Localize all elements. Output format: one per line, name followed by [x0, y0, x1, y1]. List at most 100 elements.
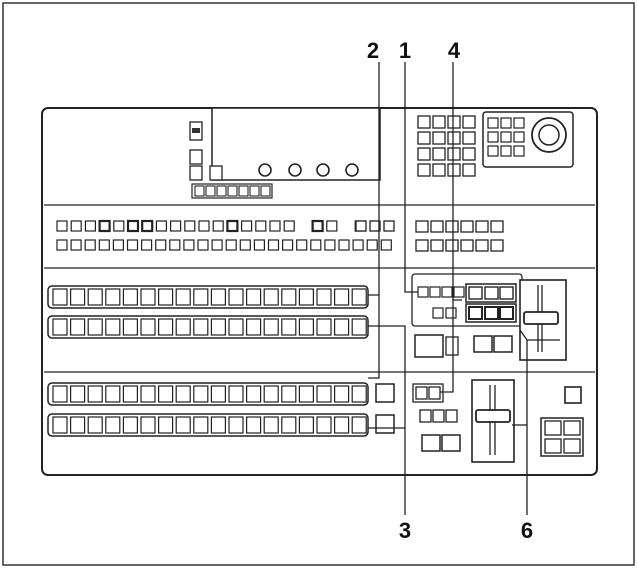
transition-key	[432, 409, 445, 423]
key-row-2-key	[98, 239, 110, 251]
key-row-1-key	[212, 220, 224, 232]
bus-key	[69, 385, 86, 403]
key-row-1-key	[155, 220, 167, 232]
bus-key	[158, 416, 174, 434]
key-row-1-key	[184, 220, 196, 232]
key-row-2-key	[352, 239, 364, 251]
bus-key	[281, 416, 297, 434]
keypad-group	[417, 115, 476, 177]
bus-key	[87, 318, 103, 336]
bus-key	[263, 288, 279, 306]
knob	[258, 163, 272, 177]
aux-key	[460, 239, 474, 252]
bus-key	[210, 416, 226, 434]
knob	[345, 163, 359, 177]
fader-group	[421, 279, 567, 463]
bus-key	[105, 318, 121, 336]
keypad-key	[462, 115, 476, 129]
fader-handle	[475, 409, 511, 423]
aux-key	[430, 239, 444, 252]
key-row-1-key	[283, 220, 295, 232]
key-row-1-key	[84, 220, 97, 232]
joystick-inner	[538, 124, 560, 146]
bus-key	[87, 416, 103, 434]
small-key	[194, 185, 205, 197]
key-row-2-key	[112, 239, 125, 251]
key-row-1-key	[98, 219, 111, 233]
small-key	[227, 185, 238, 197]
bus-key	[69, 288, 86, 306]
bus-key	[158, 318, 174, 336]
small-key	[249, 185, 260, 197]
bus-key	[298, 288, 314, 306]
key-row-group	[56, 219, 504, 252]
aux-key	[445, 220, 459, 233]
bus-key	[246, 318, 262, 336]
aux-key	[490, 220, 504, 233]
bus-key	[281, 385, 297, 403]
key-row-1-key	[255, 220, 267, 232]
bus-key	[105, 288, 121, 306]
bus-key	[69, 416, 86, 434]
small-key	[238, 185, 249, 197]
bus-key	[334, 318, 350, 336]
bus-key	[228, 416, 244, 434]
side-key	[563, 420, 581, 436]
aux-key	[415, 220, 429, 233]
bus-key	[228, 288, 244, 306]
key-row-1-key	[141, 219, 154, 233]
joystick-key	[500, 117, 512, 129]
bus-key	[263, 385, 279, 403]
bus-key	[193, 318, 209, 336]
callout-2: 2	[367, 38, 379, 63]
joystick-key	[500, 131, 512, 143]
bus-key	[87, 288, 103, 306]
bus-key	[193, 288, 209, 306]
keypad-key	[447, 147, 461, 161]
key-row-2-key	[324, 239, 336, 251]
keypad-key	[417, 147, 431, 161]
aux-key	[460, 220, 474, 233]
bus-key	[351, 385, 367, 403]
bus-key	[351, 288, 367, 306]
key-row-1-key	[269, 220, 281, 232]
aux-key	[445, 239, 459, 252]
keypad-key	[447, 115, 461, 129]
key-row-2-key	[56, 239, 68, 251]
joystick-key	[513, 117, 525, 129]
key-row-2-key	[267, 239, 280, 251]
bus-key	[298, 385, 314, 403]
leader-line-6c	[519, 329, 560, 341]
menu-key-indicator	[192, 128, 200, 133]
small-key	[260, 185, 271, 197]
menu-key	[189, 165, 203, 181]
bus-key	[122, 385, 139, 403]
keypad-key	[462, 131, 476, 145]
keypad-key	[462, 147, 476, 161]
transition-key	[428, 386, 441, 400]
module-key	[441, 286, 453, 298]
bus-key	[263, 318, 279, 336]
bus-key	[52, 416, 68, 434]
key-row-1-key	[226, 219, 239, 233]
key-row-1-key	[241, 220, 253, 232]
bus-extra-key	[375, 414, 395, 434]
keypad-key	[417, 115, 431, 129]
small-key	[205, 185, 216, 197]
fader-key	[493, 335, 513, 353]
bus-key	[246, 416, 262, 434]
small-key	[216, 185, 227, 197]
bus-key	[140, 385, 156, 403]
aux-key	[490, 239, 504, 252]
key-row-2-key	[225, 239, 237, 251]
joystick-key	[487, 117, 499, 129]
bus-key	[105, 416, 121, 434]
center-key	[445, 336, 459, 356]
keypad-key	[432, 131, 446, 145]
bus-key	[122, 416, 139, 434]
module-key	[453, 286, 465, 298]
module-key	[468, 286, 483, 300]
bus-key	[298, 318, 314, 336]
bus-key	[334, 288, 350, 306]
transition-key	[445, 409, 458, 423]
